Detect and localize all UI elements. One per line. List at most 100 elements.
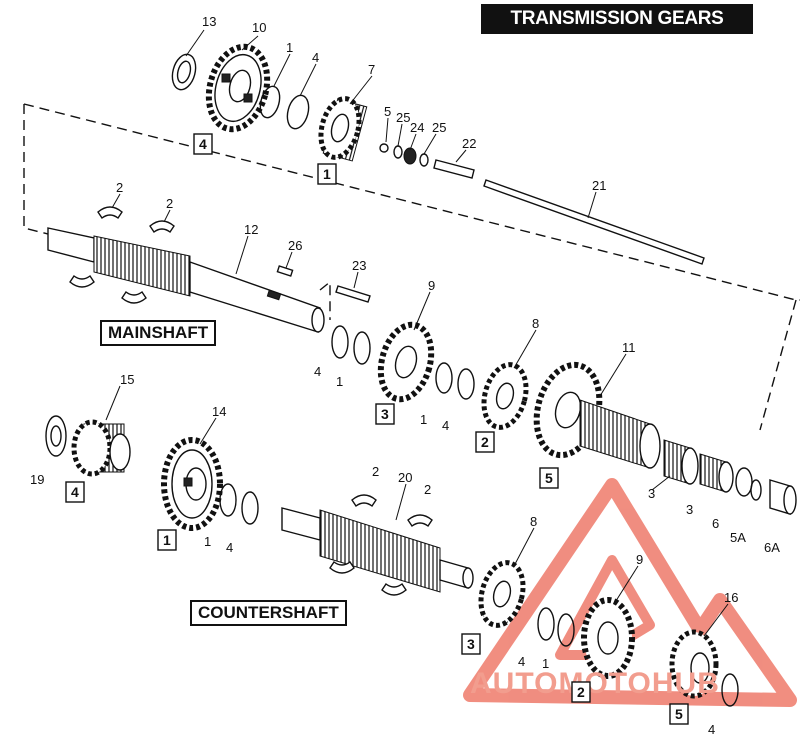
svg-text:1: 1 [286, 40, 293, 55]
svg-text:3: 3 [648, 486, 655, 501]
svg-text:26: 26 [288, 238, 302, 253]
part-14-gear [161, 437, 223, 531]
svg-text:1: 1 [204, 534, 211, 549]
part-1-snap-ring-mid2 [435, 362, 453, 394]
part-4-washer-mid [331, 325, 349, 359]
part-5-ball [379, 143, 389, 153]
svg-text:3: 3 [381, 406, 389, 422]
part-23-pin [335, 285, 371, 303]
svg-text:8: 8 [530, 514, 537, 529]
part-10-gear [205, 43, 271, 133]
svg-text:5A: 5A [730, 530, 746, 545]
svg-text:4: 4 [226, 540, 233, 555]
part-4-washer-end [721, 673, 739, 707]
svg-text:4: 4 [442, 418, 449, 433]
svg-text:2: 2 [424, 482, 431, 497]
svg-text:20: 20 [398, 470, 412, 485]
part-4-washer-low [241, 491, 259, 525]
svg-text:2: 2 [577, 684, 585, 700]
svg-text:15: 15 [120, 372, 134, 387]
part-21-shifter-rod [483, 179, 705, 265]
svg-text:14: 14 [212, 404, 226, 419]
svg-text:5: 5 [545, 470, 553, 486]
svg-text:4: 4 [199, 136, 207, 152]
svg-text:23: 23 [352, 258, 366, 273]
part-19-washer [45, 415, 67, 457]
part-13-thrust-washer [171, 53, 197, 91]
svg-text:1: 1 [323, 166, 331, 182]
part-8-gear-main [481, 362, 529, 430]
svg-text:5: 5 [675, 706, 683, 722]
svg-text:3: 3 [686, 502, 693, 517]
svg-text:4: 4 [312, 50, 319, 65]
svg-text:1: 1 [420, 412, 427, 427]
countershaft-label: COUNTERSHAFT [190, 600, 347, 626]
part-1-snap-ring-low [219, 483, 237, 517]
part-4-washer-top [286, 94, 310, 130]
svg-text:2: 2 [116, 180, 123, 195]
part-2-bearing-halves-countershaft [329, 494, 433, 596]
part-1-snap-ring-top [259, 85, 281, 119]
part-26-key [276, 265, 294, 277]
svg-text:25: 25 [432, 120, 446, 135]
part-2-bearing-halves-mainshaft [69, 206, 175, 304]
part-12-mainshaft [47, 227, 325, 333]
svg-text:1: 1 [336, 374, 343, 389]
svg-text:2: 2 [481, 434, 489, 450]
svg-text:2: 2 [166, 196, 173, 211]
part-3-needle-bearing-a [663, 439, 699, 485]
svg-text:4: 4 [71, 484, 79, 500]
part-3-needle-bearing-b [699, 453, 734, 493]
svg-text:8: 8 [532, 316, 539, 331]
mainshaft-label: MAINSHAFT [100, 320, 217, 346]
svg-text:16: 16 [724, 590, 738, 605]
svg-text:7: 7 [368, 62, 375, 77]
part-9-gear-main [377, 321, 435, 403]
svg-text:5: 5 [384, 104, 391, 119]
svg-text:4: 4 [314, 364, 321, 379]
part-6a-bushing [769, 479, 797, 515]
svg-text:2: 2 [372, 464, 379, 479]
part-6-seal [735, 467, 753, 497]
part-5a-ring [750, 479, 762, 501]
leader-lines [105, 29, 729, 637]
part-1-snap-ring-mid [353, 331, 371, 365]
part-7-gear [318, 96, 368, 162]
callout-numbers: 13 10 1 4 7 5 25 24 25 22 21 2 2 12 26 2… [30, 14, 780, 737]
part-24-spring [403, 147, 417, 165]
svg-text:11: 11 [622, 340, 636, 355]
svg-text:3: 3 [467, 636, 475, 652]
part-4-washer-counter [537, 607, 555, 641]
part-22-pin [433, 159, 475, 179]
svg-text:13: 13 [202, 14, 216, 29]
svg-text:4: 4 [518, 654, 525, 669]
svg-text:9: 9 [428, 278, 435, 293]
svg-text:12: 12 [244, 222, 258, 237]
part-15-gear [71, 419, 131, 477]
svg-text:4: 4 [708, 722, 715, 737]
svg-text:9: 9 [636, 552, 643, 567]
part-25-washer-b [419, 153, 429, 167]
svg-text:6A: 6A [764, 540, 780, 555]
part-1-snap-ring-counter [557, 613, 575, 647]
svg-text:24: 24 [410, 120, 424, 135]
svg-text:25: 25 [396, 110, 410, 125]
part-25-washer-a [393, 145, 403, 159]
svg-text:22: 22 [462, 136, 476, 151]
diagram-title: TRANSMISSION GEARS [481, 4, 753, 34]
part-20-countershaft [281, 507, 474, 593]
svg-text:19: 19 [30, 472, 44, 487]
watermark-text: AUTOMOTOHUB [470, 667, 720, 700]
svg-text:6: 6 [712, 516, 719, 531]
part-8-gear-counter [478, 560, 526, 628]
svg-text:21: 21 [592, 178, 606, 193]
svg-text:1: 1 [542, 656, 549, 671]
boxed-step-numbers: 4 1 3 2 5 4 1 3 2 5 [65, 133, 689, 725]
part-4-washer-mid2 [457, 368, 475, 400]
part-11-main-drive-gear [533, 361, 661, 469]
mainshaft-enclosure [23, 103, 800, 301]
part-9-gear-counter [581, 597, 635, 679]
svg-text:10: 10 [252, 20, 266, 35]
part-16-gear [669, 629, 719, 699]
